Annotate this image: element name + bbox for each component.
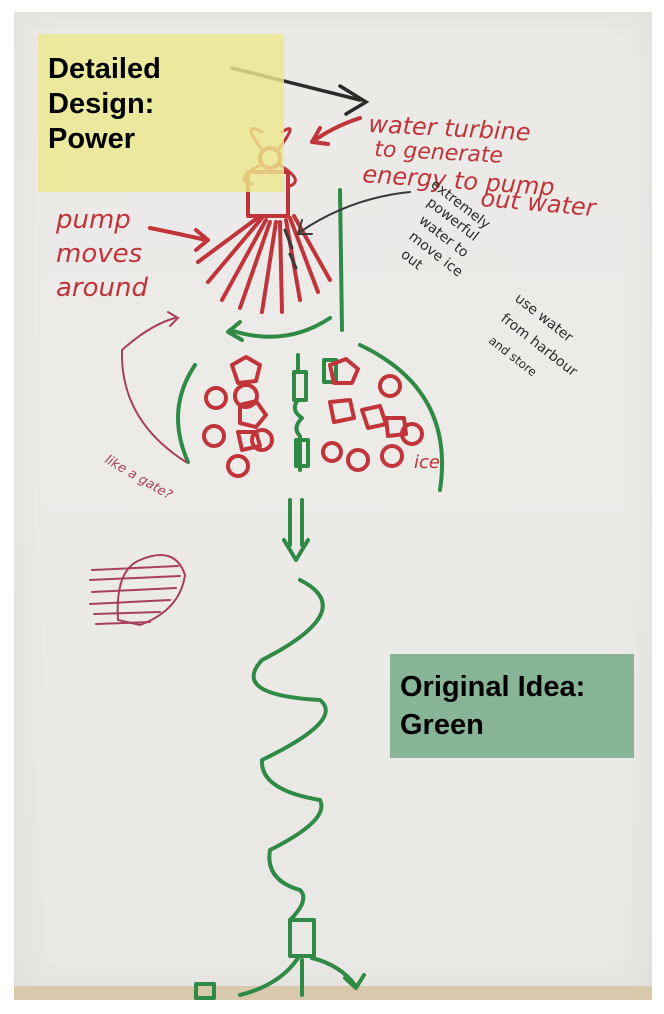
pump-text-line-3: around — [56, 273, 148, 303]
green-center-chain — [292, 353, 310, 472]
detailed-design-line-1: Detailed — [48, 53, 161, 85]
red-arrow-pump — [148, 226, 210, 252]
green-left-bracket — [176, 363, 197, 464]
gate-sketch-shape — [116, 554, 187, 627]
original-idea-line-2: Green — [400, 709, 484, 741]
green-outlet-left — [238, 956, 300, 997]
detailed-design-label: Detailed Design: Power — [38, 34, 284, 192]
green-arrowhead-left — [226, 320, 244, 342]
ice-label: ice — [414, 452, 440, 473]
detailed-design-line-2: Design: — [48, 88, 155, 120]
green-right-bracket — [358, 343, 445, 492]
black-arrow-to-spray — [296, 191, 411, 235]
green-down-arrow — [282, 498, 310, 562]
original-idea-line-1: Original Idea: — [400, 671, 586, 703]
detailed-design-line-3: Power — [48, 123, 136, 155]
black-dashes — [283, 228, 298, 270]
table-edge — [14, 986, 652, 1000]
red-arrow-to-turbine — [310, 116, 362, 146]
green-bottom-stub — [194, 982, 216, 1000]
turbine-text-line-4: out water — [479, 184, 598, 222]
green-outlet-right — [310, 956, 366, 990]
original-idea-label: Original Idea: Green — [390, 654, 634, 758]
pump-text-line-2: moves — [56, 239, 142, 269]
green-vertical-line — [338, 188, 344, 332]
pump-spray-lines — [196, 214, 332, 314]
green-small-block — [322, 358, 338, 384]
gate-curve-arrow — [120, 311, 187, 463]
pump-text-line-1: pump — [55, 205, 131, 235]
green-return-arc — [228, 316, 332, 339]
ice-blocks — [202, 355, 424, 478]
gate-question: like a gate? — [102, 452, 175, 503]
green-outlet-box — [288, 918, 316, 958]
gate-sketch-hatching — [89, 565, 181, 625]
green-zigzag-water — [251, 578, 328, 922]
